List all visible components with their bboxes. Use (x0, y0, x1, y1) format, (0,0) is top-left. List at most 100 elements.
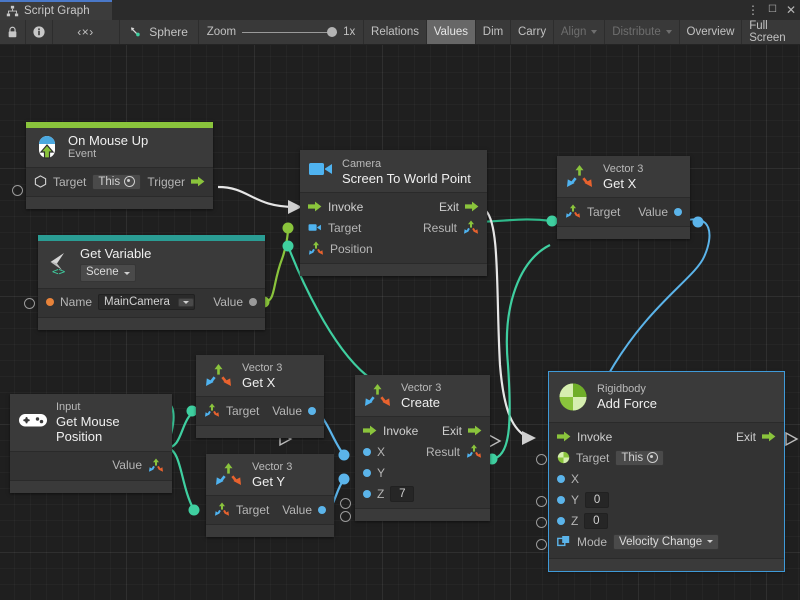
port-row-target-value: Target Value (196, 400, 324, 421)
port-dot-name[interactable] (46, 298, 54, 307)
toolbar-button-relations[interactable]: Relations (371, 26, 419, 38)
variable-scope-dropdown[interactable]: Scene (80, 264, 136, 282)
mode-dropdown[interactable]: Velocity Change (613, 533, 720, 550)
vector3-icon (565, 164, 595, 190)
node-subtitle: Camera (342, 158, 382, 170)
port-label-mode: Mode (577, 534, 608, 549)
toolbar-button-overview[interactable]: Overview (686, 26, 735, 38)
port-label-invoke: Invoke (383, 423, 419, 438)
variable-name-field[interactable]: MainCamera (98, 294, 195, 311)
port-dot-z[interactable] (363, 489, 371, 498)
port-dot-z[interactable] (557, 516, 565, 525)
z-value-field[interactable]: 0 (584, 512, 609, 529)
port-dot-value[interactable] (308, 406, 316, 415)
node-vector3-create[interactable]: Vector 3 Create Invoke Exit (355, 375, 490, 522)
port-getx-mid-target[interactable] (340, 511, 351, 522)
port-row-y: Y (355, 462, 490, 483)
target-value-field[interactable]: This (92, 173, 142, 190)
maximize-icon[interactable]: ☐ (767, 4, 777, 15)
node-header: Vector 3 Get Y (206, 454, 334, 496)
port-label-x: X (377, 444, 386, 459)
lock-button[interactable] (0, 20, 25, 44)
control-flow-in-icon (363, 425, 377, 436)
port-row-y: Y 0 (549, 489, 784, 510)
close-icon[interactable]: ✕ (785, 3, 796, 17)
port-label-value: Value (112, 458, 142, 473)
vector3-icon (466, 444, 482, 459)
port-addforce-y[interactable] (536, 496, 547, 507)
port-dot-value[interactable] (318, 505, 326, 514)
control-flow-out-icon (465, 201, 479, 212)
node-vector3-get-y[interactable]: Vector 3 Get Y Target (206, 454, 334, 538)
graph-object-selector[interactable]: Sphere (119, 20, 198, 44)
tab-script-graph[interactable]: Script Graph (0, 0, 112, 20)
node-footer (38, 316, 265, 330)
vector3-icon (204, 363, 234, 389)
node-get-mouse-position[interactable]: Input Get Mouse Position Value (10, 394, 172, 493)
port-label-exit: Exit (438, 199, 459, 214)
port-addforce-z[interactable] (536, 517, 547, 528)
graph-canvas[interactable]: On Mouse Up Event Target This (0, 45, 800, 600)
port-onmouseup-target[interactable] (12, 185, 23, 196)
kebab-menu-icon[interactable]: ⋮ (746, 3, 759, 17)
port-label-value: Value (282, 502, 312, 517)
port-create-z[interactable] (340, 498, 351, 509)
node-header: Camera Screen To World Point (300, 150, 487, 193)
node-header: Input Get Mouse Position (10, 394, 172, 451)
zoom-slider-knob[interactable] (327, 27, 338, 37)
port-row-x: X Result (355, 441, 490, 462)
toolbar-button-carry[interactable]: Carry (517, 26, 547, 38)
port-row-target: Target This (549, 447, 784, 468)
y-value-field[interactable]: 0 (585, 491, 610, 508)
toolbar-button-distribute[interactable]: Distribute (605, 20, 679, 44)
target-value-text: This (98, 175, 121, 188)
node-on-mouse-up[interactable]: On Mouse Up Event Target This (26, 122, 213, 210)
node-footer (557, 226, 690, 240)
toolbar-button-align-label: Align (560, 26, 587, 38)
node-subtitle: Vector 3 (603, 163, 644, 175)
toolbar-button-dim[interactable]: Dim (482, 26, 504, 38)
node-rigidbody-add-force[interactable]: Rigidbody Add Force Invoke Exit (548, 371, 785, 572)
code-toggle-button[interactable]: ‹×› (77, 25, 94, 39)
node-screen-to-world-point[interactable]: Camera Screen To World Point Invoke Exit (300, 150, 487, 277)
rigidbody-icon (557, 381, 589, 413)
info-button[interactable] (26, 20, 52, 44)
z-value-field[interactable]: 7 (390, 485, 415, 502)
node-vector3-get-x-top[interactable]: Vector 3 Get X Target (557, 156, 690, 240)
zoom-control[interactable]: Zoom 1x (199, 20, 364, 44)
node-footer (206, 524, 334, 538)
port-label-invoke: Invoke (577, 429, 613, 444)
port-dot-y[interactable] (557, 495, 565, 504)
port-dot-x[interactable] (363, 447, 371, 456)
port-getvariable-name[interactable] (24, 298, 35, 309)
port-dot-value[interactable] (249, 298, 257, 307)
target-picker-icon[interactable] (647, 452, 659, 463)
node-body: Target Value (196, 396, 324, 426)
vector3-icon (463, 220, 479, 235)
graph-icon (6, 5, 19, 16)
node-get-variable[interactable]: <> Get Variable Scene (38, 235, 265, 330)
port-label-target: Target (53, 174, 87, 189)
lock-icon (8, 26, 17, 38)
target-value-field[interactable]: This (615, 449, 665, 466)
port-addforce-mode[interactable] (536, 539, 547, 550)
port-dot-value[interactable] (674, 207, 682, 216)
node-body: Value (10, 450, 172, 480)
node-vector3-get-x-mid[interactable]: Vector 3 Get X Target (196, 355, 324, 439)
port-dot-y[interactable] (363, 468, 371, 477)
port-dot-x[interactable] (557, 474, 565, 483)
toolbar-button-align[interactable]: Align (554, 20, 605, 44)
port-label-result: Result (425, 444, 460, 459)
port-row-target: Target Result (300, 217, 487, 238)
toolbar-button-full-screen[interactable]: Full Screen (749, 20, 786, 44)
chevron-down-icon (591, 30, 598, 34)
target-picker-icon[interactable] (124, 176, 136, 188)
port-addforce-target[interactable] (536, 454, 547, 465)
variable-name-dropdown[interactable] (177, 297, 194, 307)
node-body: Invoke Exit Target Result (300, 192, 487, 264)
toolbar-button-values[interactable]: Values (426, 20, 476, 44)
port-label-value: Value (213, 295, 243, 310)
vector3-icon (214, 502, 230, 517)
zoom-slider[interactable] (242, 26, 338, 38)
